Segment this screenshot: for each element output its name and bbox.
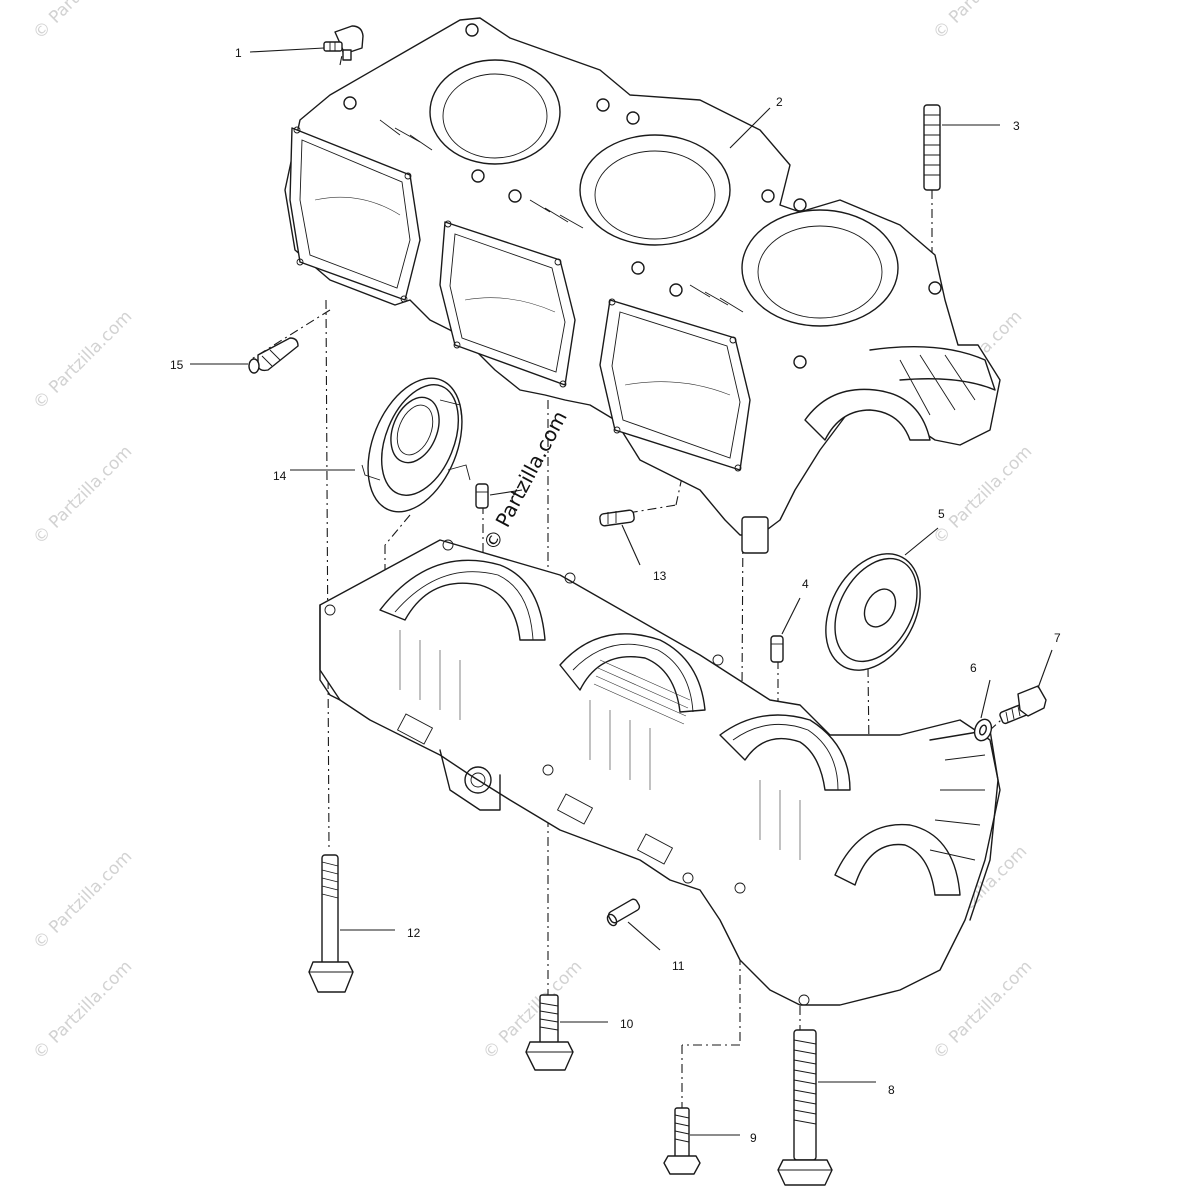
callout-labels: 1 2 3 4 5 6 7 8 9 10 11 12 13 14 15 (170, 46, 1061, 1145)
watermark-mid-left: © Partzilla.com (29, 442, 136, 549)
watermark-lower-left: © Partzilla.com (29, 847, 136, 954)
center-watermark: © Partzilla.com (478, 407, 572, 555)
watermark-top-right: © Partzilla.com (929, 0, 1036, 44)
part-8-long-bolt (777, 1029, 833, 1186)
watermark-mid-right: © Partzilla.com (929, 442, 1036, 549)
watermark-left: © Partzilla.com (29, 307, 136, 414)
watermark-bottom-left: © Partzilla.com (29, 957, 136, 1064)
part-11-sleeve (606, 898, 641, 927)
part-1-elbow-fitting (323, 25, 364, 61)
callout-9: 9 (750, 1131, 757, 1145)
part-10-bolt (525, 994, 574, 1071)
upper-crankcase (284, 17, 1001, 554)
part-14-oil-seal (361, 377, 471, 513)
callout-1: 1 (235, 46, 242, 60)
callout-7: 7 (1054, 631, 1061, 645)
callout-6: 6 (970, 661, 977, 675)
callout-11: 11 (672, 959, 685, 973)
part-15-fitting (248, 337, 299, 374)
callout-5: 5 (938, 507, 945, 521)
part-12-long-bolt (308, 854, 354, 993)
part-13-dowel-pin (599, 509, 635, 527)
callout-14: 14 (273, 469, 287, 483)
part-6-washer (973, 718, 993, 742)
leader-lines (190, 47, 1053, 1136)
callout-8: 8 (888, 1083, 895, 1097)
watermark-top-left: © Partzilla.com (29, 0, 136, 44)
part-5-thrust-washer (825, 553, 921, 671)
callout-12: 12 (407, 926, 421, 940)
part-7-bolt (999, 685, 1047, 725)
watermark-bottom-right: © Partzilla.com (929, 957, 1036, 1064)
part-4-dowel (770, 635, 784, 663)
callout-4: 4 (802, 577, 809, 591)
callout-2: 2 (776, 95, 783, 109)
lower-crankcase (319, 539, 1001, 1006)
callout-3: 3 (1013, 119, 1020, 133)
part-9-short-bolt (663, 1107, 701, 1175)
part-3-stud (923, 104, 941, 191)
dowel-pin-small (475, 483, 489, 509)
deck-bolt-holes (343, 23, 942, 369)
callout-10: 10 (620, 1017, 634, 1031)
callout-15: 15 (170, 358, 184, 372)
callout-13: 13 (653, 569, 667, 583)
